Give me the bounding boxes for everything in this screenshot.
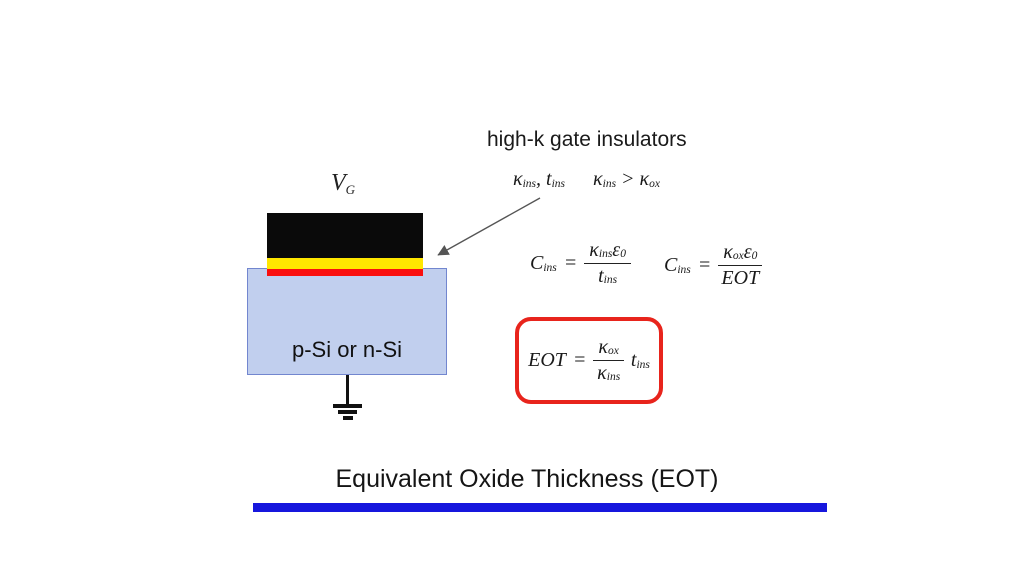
highk-insulator-layer: [267, 258, 423, 269]
title-underline: [253, 503, 827, 512]
C-subscript: ins: [543, 261, 557, 274]
ground-bar-2: [338, 410, 357, 414]
kappa-symbol: κ: [589, 239, 599, 261]
substrate: [247, 268, 447, 375]
epsilon-subscript: 0: [751, 249, 758, 262]
equals-sign: =: [563, 252, 578, 274]
oxide-layer: [267, 269, 423, 276]
kappa-symbol: κ: [597, 362, 607, 384]
kappa-symbol: κ: [639, 168, 650, 190]
kappa-subscript: ins: [522, 177, 537, 190]
ground-symbol: [346, 374, 349, 405]
kappa-symbol: κ: [593, 168, 603, 190]
equals-sign: =: [572, 349, 587, 371]
kappa-subscript: ins: [606, 370, 621, 383]
t-subscript: ins: [551, 177, 566, 190]
gate-voltage-label: VG: [331, 170, 355, 197]
ground-bar-3: [343, 416, 353, 420]
eot-lhs: EOT: [528, 349, 566, 371]
epsilon-subscript: 0: [620, 247, 626, 260]
kappa-subscript: ox: [732, 249, 744, 262]
kappa-symbol: κ: [598, 336, 609, 358]
kappa-symbol: κ: [513, 168, 523, 190]
denominator: EOT: [721, 267, 760, 289]
C-subscript: ins: [677, 263, 691, 276]
t-symbol: t: [598, 265, 604, 287]
gate-voltage-symbol: V: [331, 170, 346, 196]
gate-voltage-subscript: G: [345, 182, 356, 197]
kappa-subscript: ins: [602, 177, 617, 190]
substrate-label: p-Si or n-Si: [291, 337, 403, 362]
kappa-subscript: ox: [608, 344, 619, 357]
ground-bar-1: [333, 404, 362, 408]
t-symbol: t: [630, 349, 637, 371]
t-subscript: ins: [603, 273, 618, 286]
C-symbol: C: [530, 252, 544, 274]
gate-electrode: [267, 213, 423, 258]
kappa-symbol: κ: [723, 241, 733, 263]
comma: ,: [536, 168, 547, 190]
equals-sign: =: [697, 254, 712, 276]
annotation-arrow: [437, 197, 541, 256]
slide-title: Equivalent Oxide Thickness (EOT): [335, 465, 719, 493]
kappa-subscript: ox: [649, 177, 661, 190]
epsilon-symbol: ε: [612, 239, 621, 261]
kappa-subscript: ins: [598, 247, 613, 260]
greater-than: >: [616, 168, 640, 190]
t-symbol: t: [546, 168, 552, 190]
t-subscript: ins: [636, 358, 650, 371]
C-symbol: C: [664, 254, 678, 276]
heading-highk: high-k gate insulators: [487, 128, 687, 151]
epsilon-symbol: ε: [743, 241, 752, 263]
